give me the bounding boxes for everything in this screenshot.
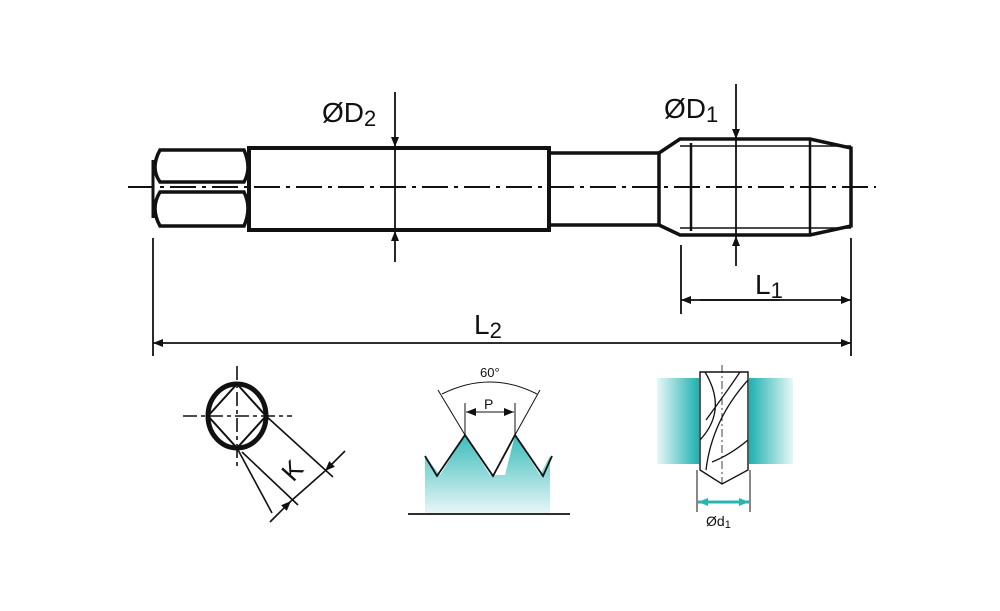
- d2-label: ØD2: [322, 97, 376, 131]
- square-end-view: [183, 366, 346, 523]
- thread-profile: [408, 381, 570, 515]
- square-drive-end: [153, 148, 250, 228]
- pitch-label: P: [484, 396, 493, 412]
- length-dimensions: [152, 238, 852, 356]
- thread-angle-label: 60°: [480, 365, 500, 380]
- drill-diameter-label: Ød1: [706, 513, 731, 531]
- l2-label: L2: [474, 309, 502, 343]
- d1-label: ØD1: [664, 93, 718, 127]
- l1-label: L1: [755, 269, 783, 303]
- k-label: K: [275, 453, 309, 486]
- neck: [547, 151, 661, 227]
- drill-view: [657, 365, 793, 512]
- shank: [247, 146, 551, 232]
